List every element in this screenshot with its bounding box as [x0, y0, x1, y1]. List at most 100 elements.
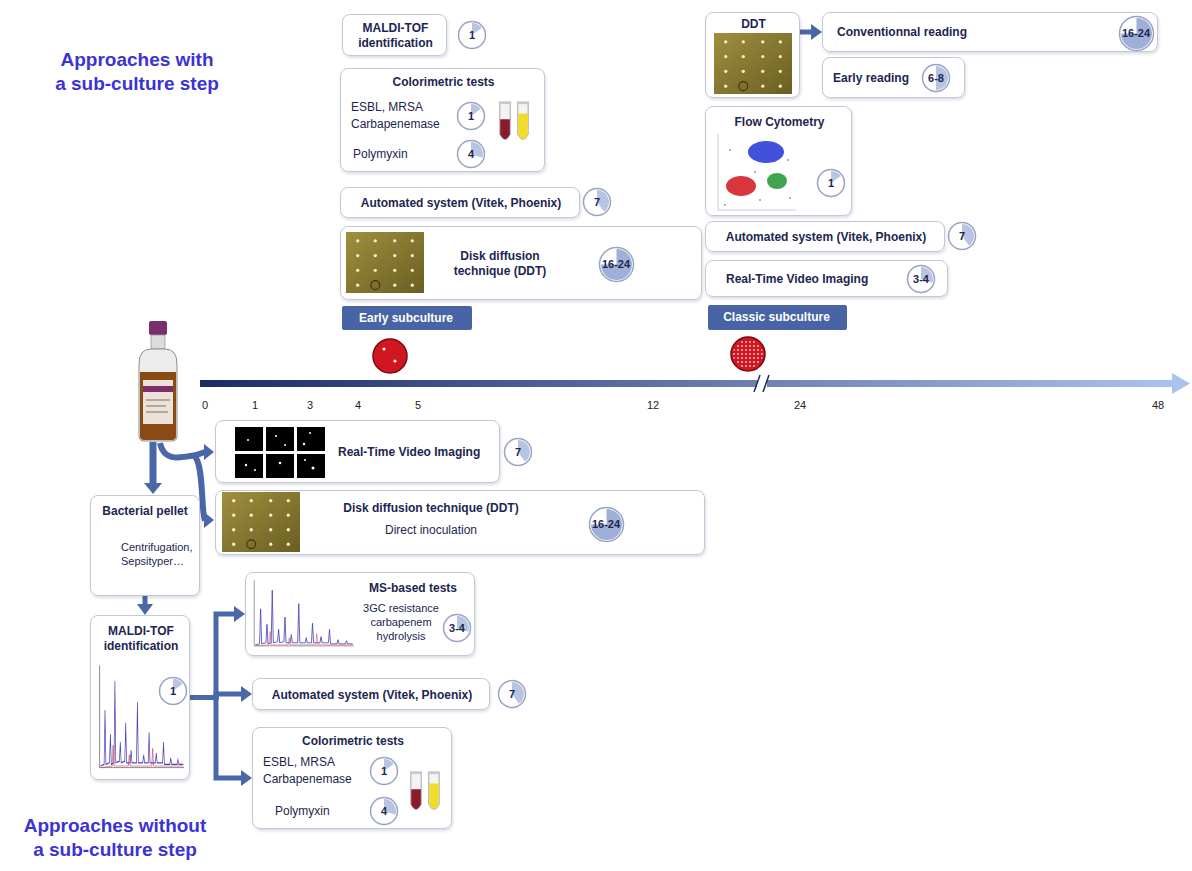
connector-arrow [137, 596, 153, 615]
node-body: Polymyxin [353, 147, 408, 162]
connector-arrow [190, 698, 252, 787]
clock-number: 1 [457, 20, 487, 50]
time-clock: 1 [158, 676, 188, 706]
method-box: DDT [705, 12, 800, 98]
time-clock: 4 [369, 796, 399, 826]
time-tick: 5 [403, 399, 433, 412]
clock-number: 7 [582, 187, 612, 217]
clock-number: 4 [369, 796, 399, 826]
video-imaging-tiles [235, 427, 325, 478]
time-clock: 6-8 [921, 63, 951, 93]
node-heading: Classic subculture [710, 310, 843, 325]
method-box: MALDI-TOF identification 1 [90, 615, 190, 780]
subculture-band: Classic subculture [708, 305, 847, 330]
clock-number: 16-24 [598, 246, 635, 283]
node-heading: Disk diffusion technique (DDT) [441, 249, 559, 279]
blood-culture-bottle [139, 321, 177, 441]
connector-line [190, 614, 235, 698]
method-box: MALDI-TOF identification [342, 14, 447, 56]
agar-plate-images [222, 33, 792, 552]
time-tick: 1 [240, 399, 270, 412]
connector-arrow [190, 606, 245, 698]
node-heading: Bacterial pellet [95, 504, 195, 519]
flow-cytometry-plot [718, 134, 796, 210]
clock-number: 6-8 [921, 63, 951, 93]
time-clock: 1 [369, 756, 399, 786]
time-tick: 48 [1143, 399, 1173, 412]
arrow-head [137, 604, 153, 615]
clock-number: 16-24 [588, 506, 625, 543]
clock-number: 7 [497, 679, 527, 709]
time-clock: 16-24 [598, 246, 635, 283]
time-clock: 1 [457, 20, 487, 50]
node-heading: DDT [710, 17, 797, 32]
time-clock: 1 [456, 101, 486, 131]
node-body: 3GC resistance carbapenem hydrolysis [358, 601, 444, 643]
section-heading: Approaches with a sub-culture step [54, 48, 220, 96]
node-heading: MALDI-TOF identification [95, 624, 187, 654]
node-heading: Early subculture [344, 311, 468, 326]
arrow-head [241, 686, 252, 702]
method-box: Bacterial pelletCentrifugation, Sepsityp… [90, 495, 200, 596]
node-heading: Colorimetric tests [345, 75, 542, 90]
time-clock: 7 [582, 187, 612, 217]
method-box: Automated system (Vitek, Phoenix) [705, 221, 945, 252]
arrow-head [234, 606, 245, 622]
method-box: Early reading 6-8 [822, 57, 965, 98]
method-box: Disk diffusion technique (DDT) Direct ino… [215, 490, 705, 555]
arrow-head [811, 24, 822, 40]
clock-number: 4 [456, 139, 486, 169]
method-box: Automated system (Vitek, Phoenix) [340, 187, 580, 218]
node-body: ESBL, MRSA Carbapenemase [263, 754, 363, 788]
method-box: Real-Time Video Imaging [215, 420, 500, 483]
node-heading: MALDI-TOF identification [347, 21, 444, 51]
method-box: MS-based tests 3GC resistance carbapenem … [245, 572, 475, 656]
node-heading: Automated system (Vitek, Phoenix) [257, 688, 487, 703]
connector-line [143, 596, 148, 605]
clock-number: 1 [369, 756, 399, 786]
node-heading: Disk diffusion technique (DDT) [311, 501, 551, 516]
node-heading: Real-Time Video Imaging [726, 272, 868, 287]
clock-number: 7 [947, 221, 977, 251]
method-box: Flow Cytometry 1 [705, 106, 852, 216]
clock-number: 3-4 [906, 264, 936, 294]
method-box: Colorimetric testsESBL, MRSA Carbapenema… [252, 727, 452, 829]
time-clock: 3-4 [442, 613, 472, 643]
time-clock: 7 [503, 437, 533, 467]
method-box: Automated system (Vitek, Phoenix) [252, 678, 490, 710]
node-body: Direct inoculation [311, 523, 551, 538]
timeline-axis [200, 373, 1190, 394]
node-heading: Flow Cytometry [710, 115, 849, 130]
node-heading: Conventionnal reading [837, 25, 967, 40]
clock-number: 1 [158, 676, 188, 706]
section-heading: Approaches without a sub-culture step [20, 814, 210, 862]
method-box: Colorimetric testsESBL, MRSA Carbapenema… [340, 68, 545, 172]
time-clock: 1 [816, 168, 846, 198]
time-tick: 12 [638, 399, 668, 412]
node-heading: Real-Time Video Imaging [338, 445, 480, 460]
node-heading: MS-based tests [358, 581, 468, 596]
time-clock: 16-24 [588, 506, 625, 543]
time-tick: 0 [190, 399, 220, 412]
culture-plates [373, 337, 765, 373]
connector-arrow [800, 24, 822, 40]
method-box: Conventionnal reading 16-24 [822, 12, 1158, 52]
time-clock: 3-4 [906, 264, 936, 294]
time-tick: 3 [295, 399, 325, 412]
method-box: Disk diffusion technique (DDT) 16-24 [340, 226, 702, 300]
node-heading: Early reading [833, 71, 909, 86]
time-clock: 7 [497, 679, 527, 709]
connector-line [190, 698, 242, 779]
arrow-head [241, 770, 252, 786]
subculture-band: Early subculture [342, 306, 472, 330]
clock-number: 16-24 [1118, 15, 1155, 52]
connector-line [800, 30, 812, 35]
node-body: Centrifugation, Sepsityper… [121, 540, 197, 568]
time-clock: 4 [456, 139, 486, 169]
clock-number: 1 [456, 101, 486, 131]
